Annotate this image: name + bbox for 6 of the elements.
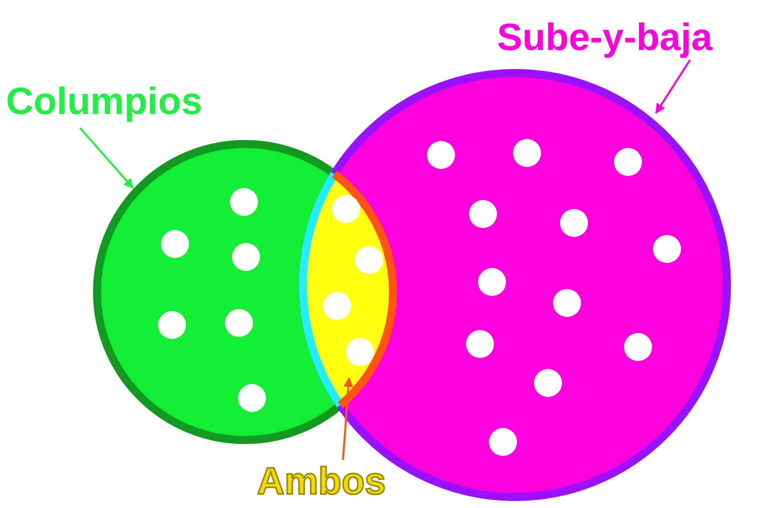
leader-arrow bbox=[79, 127, 134, 189]
set-label: Sube-y-baja bbox=[497, 16, 712, 60]
set-label: Columpios bbox=[6, 80, 202, 124]
set-label: Ambos bbox=[257, 460, 386, 504]
leader-arrow bbox=[655, 59, 691, 114]
leader-arrow bbox=[342, 377, 354, 460]
